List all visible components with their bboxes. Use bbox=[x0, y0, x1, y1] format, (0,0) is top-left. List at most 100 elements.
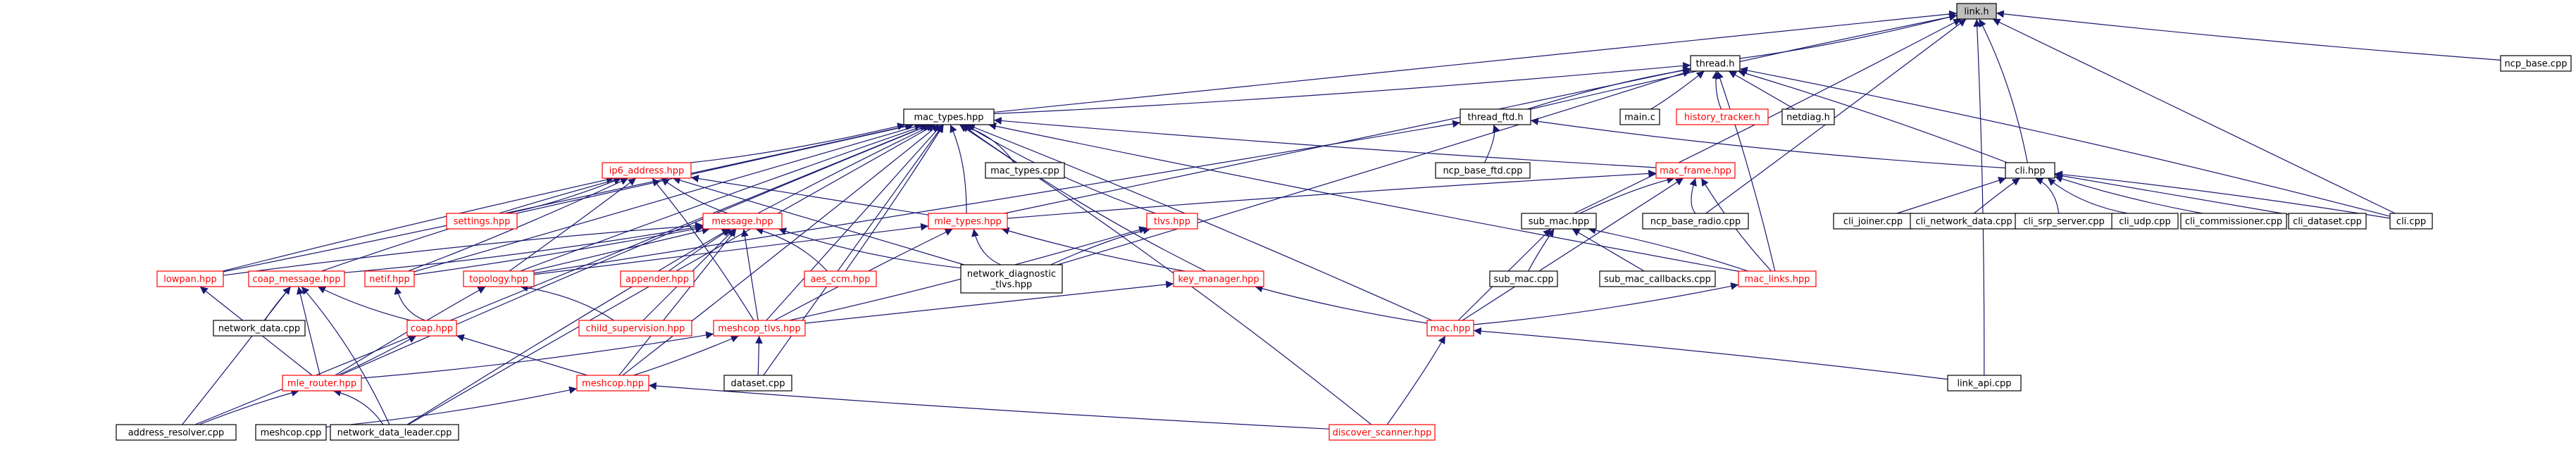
node-box bbox=[2500, 55, 2572, 72]
node-box bbox=[723, 375, 792, 392]
node-history-tracker-h[interactable]: history_tracker.h bbox=[1676, 108, 1769, 125]
node-cli-udp-cpp[interactable]: cli_udp.cpp bbox=[2111, 213, 2179, 230]
node-label: cli_srp_server.cpp bbox=[2023, 217, 2104, 227]
node-box bbox=[2180, 213, 2287, 230]
edge-topology_hpp-to-message_hpp bbox=[531, 227, 710, 272]
node-meshcop-hpp[interactable]: meshcop.hpp bbox=[576, 375, 649, 392]
node-thread-h[interactable]: thread.h bbox=[1690, 55, 1741, 72]
edge-discover_scanner_hpp-to-mac_hpp bbox=[1386, 335, 1446, 425]
node-aes-ccm-hpp[interactable]: aes_ccm.hpp bbox=[804, 270, 877, 287]
node-mac-types-cpp[interactable]: mac_types.cpp bbox=[985, 162, 1065, 179]
node-label: message.hpp bbox=[711, 217, 773, 227]
node-cli-dataset-cpp[interactable]: cli_dataset.cpp bbox=[2288, 213, 2367, 230]
node-cli-network-data-cpp[interactable]: cli_network_data.cpp bbox=[1910, 213, 2018, 230]
node-box bbox=[1947, 375, 2022, 392]
node-box bbox=[1642, 213, 1749, 230]
node-cli-cpp[interactable]: cli.cpp bbox=[2389, 213, 2433, 230]
node-label: mac_frame.hpp bbox=[1660, 166, 1731, 177]
node-address-resolver-cpp[interactable]: address_resolver.cpp bbox=[116, 424, 237, 441]
node-sub-mac-cpp[interactable]: sub_mac.cpp bbox=[1489, 270, 1558, 287]
node-label: thread_ftd.h bbox=[1467, 113, 1523, 123]
node-box bbox=[1329, 424, 1436, 441]
node-child-supervision-hpp[interactable]: child_supervision.hpp bbox=[578, 320, 692, 337]
node-ncp-base-radio-cpp[interactable]: ncp_base_radio.cpp bbox=[1642, 213, 1749, 230]
edge-network_diagnostic_tlvs_hpp-to-thread_h bbox=[1057, 69, 1691, 265]
node-box bbox=[446, 213, 518, 230]
node-label: mac_types.cpp bbox=[990, 166, 1059, 177]
edge-cli_cpp-to-thread_h bbox=[1739, 66, 2391, 217]
node-tlvs-hpp[interactable]: tlvs.hpp bbox=[1146, 213, 1198, 230]
edge-mac_hpp-to-mac_frame_hpp bbox=[1462, 177, 1684, 321]
node-ncp-base-ftd-cpp[interactable]: ncp_base_ftd.cpp bbox=[1435, 162, 1531, 179]
node-meshcop-cpp[interactable]: meshcop.cpp bbox=[255, 424, 327, 441]
edge-mac_hpp-to-sub_mac_hpp bbox=[1457, 228, 1552, 321]
edge-sub_mac_cpp-to-sub_mac_hpp bbox=[1528, 228, 1555, 272]
edge-thread_ftd_h-to-link_h bbox=[1530, 13, 1958, 110]
node-label: mle_router.hpp bbox=[287, 379, 356, 389]
node-netif-hpp[interactable]: netif.hpp bbox=[364, 270, 415, 287]
node-main-c[interactable]: main.c bbox=[1619, 108, 1660, 125]
node-sub-mac-callbacks-cpp[interactable]: sub_mac_callbacks.cpp bbox=[1599, 270, 1716, 287]
node-label: sub_mac.hpp bbox=[1529, 217, 1589, 227]
node-label: appender.hpp bbox=[626, 275, 689, 285]
node-box bbox=[330, 424, 459, 441]
node-box bbox=[620, 270, 695, 287]
node-mac-frame-hpp[interactable]: mac_frame.hpp bbox=[1655, 162, 1736, 179]
edge-topology_hpp-to-ip6_address_hpp bbox=[509, 177, 637, 272]
node-coap-hpp[interactable]: coap.hpp bbox=[406, 320, 457, 337]
node-mac-links-hpp[interactable]: mac_links.hpp bbox=[1738, 270, 1817, 287]
node-thread-ftd-h[interactable]: thread_ftd.h bbox=[1460, 108, 1531, 125]
edge-message_hpp-to-ip6_address_hpp bbox=[661, 177, 728, 214]
node-ip6-address-hpp[interactable]: ip6_address.hpp bbox=[602, 162, 692, 179]
node-mle-types-hpp[interactable]: mle_types.hpp bbox=[928, 213, 1008, 230]
node-meshcop-tlvs-hpp[interactable]: meshcop_tlvs.hpp bbox=[713, 320, 806, 337]
edge-mle_types_hpp-to-ip6_address_hpp bbox=[690, 175, 929, 215]
node-network-diagnostic-tlvs-hpp[interactable]: network_diagnostic_tlvs.hpp bbox=[960, 264, 1063, 294]
node-lowpan-hpp[interactable]: lowpan.hpp bbox=[156, 270, 224, 287]
node-link-api-cpp[interactable]: link_api.cpp bbox=[1947, 375, 2022, 392]
node-cli-commissioner-cpp[interactable]: cli_commissioner.cpp bbox=[2180, 213, 2287, 230]
node-netdiag-h[interactable]: netdiag.h bbox=[1781, 108, 1835, 125]
node-sub-mac-hpp[interactable]: sub_mac.hpp bbox=[1521, 213, 1597, 230]
node-mle-router-hpp[interactable]: mle_router.hpp bbox=[282, 375, 362, 392]
node-box bbox=[1173, 270, 1264, 287]
node-discover-scanner-hpp[interactable]: discover_scanner.hpp bbox=[1329, 424, 1436, 441]
node-appender-hpp[interactable]: appender.hpp bbox=[620, 270, 695, 287]
node-label: link.h bbox=[1964, 7, 1989, 18]
node-label: _tlvs.hpp bbox=[990, 280, 1033, 290]
edge-ncp_base_cpp-to-link_h bbox=[1996, 10, 2501, 61]
node-ncp-base-cpp[interactable]: ncp_base.cpp bbox=[2500, 55, 2572, 72]
node-cli-srp-server-cpp[interactable]: cli_srp_server.cpp bbox=[2015, 213, 2113, 230]
edge-cli_network_data_cpp-to-cli_hpp bbox=[1973, 177, 2020, 214]
edge-meshcop_tlvs_hpp-to-mac_types_hpp bbox=[766, 124, 942, 321]
edge-cli_udp_cpp-to-cli_hpp bbox=[2047, 177, 2128, 214]
node-coap-message-hpp[interactable]: coap_message.hpp bbox=[248, 270, 345, 287]
edge-mle_router_hpp-to-coap_message_hpp bbox=[296, 286, 321, 376]
node-label: cli_joiner.cpp bbox=[1843, 217, 1903, 227]
node-box bbox=[1619, 108, 1660, 125]
node-mac-hpp[interactable]: mac.hpp bbox=[1426, 320, 1474, 337]
edge-netif_hpp-to-ip6_address_hpp bbox=[407, 177, 629, 272]
node-cli-hpp[interactable]: cli.hpp bbox=[2005, 162, 2055, 179]
node-key-manager-hpp[interactable]: key_manager.hpp bbox=[1173, 270, 1264, 287]
edge-lowpan_hpp-to-mac_types_hpp bbox=[223, 123, 913, 273]
node-dataset-cpp[interactable]: dataset.cpp bbox=[723, 375, 792, 392]
node-mac-types-hpp[interactable]: mac_types.hpp bbox=[903, 108, 995, 125]
edge-meshcop_tlvs_hpp-to-message_hpp bbox=[741, 228, 759, 321]
node-network-data-cpp[interactable]: network_data.cpp bbox=[213, 320, 306, 337]
node-settings-hpp[interactable]: settings.hpp bbox=[446, 213, 518, 230]
edge-history_tracker_h-to-thread_h bbox=[1712, 70, 1722, 110]
edge-topology_hpp-to-mle_types_hpp bbox=[533, 223, 929, 275]
node-network-data-leader-cpp[interactable]: network_data_leader.cpp bbox=[330, 424, 459, 441]
edge-mle_router_hpp-to-coap_hpp bbox=[337, 335, 417, 376]
edge-mac_frame_hpp-to-mac_types_hpp bbox=[993, 117, 1657, 168]
node-link-h[interactable]: link.h bbox=[1956, 3, 1997, 20]
node-topology-hpp[interactable]: topology.hpp bbox=[463, 270, 535, 287]
edge-mac_hpp-to-key_manager_hpp bbox=[1255, 284, 1428, 324]
node-label: mac_types.hpp bbox=[914, 113, 984, 123]
node-label: sub_mac.cpp bbox=[1493, 275, 1553, 285]
node-message-hpp[interactable]: message.hpp bbox=[702, 213, 783, 230]
node-label: child_supervision.hpp bbox=[586, 324, 685, 334]
edge-cli_hpp-to-thread_h bbox=[1738, 69, 2008, 163]
node-cli-joiner-cpp[interactable]: cli_joiner.cpp bbox=[1833, 213, 1913, 230]
